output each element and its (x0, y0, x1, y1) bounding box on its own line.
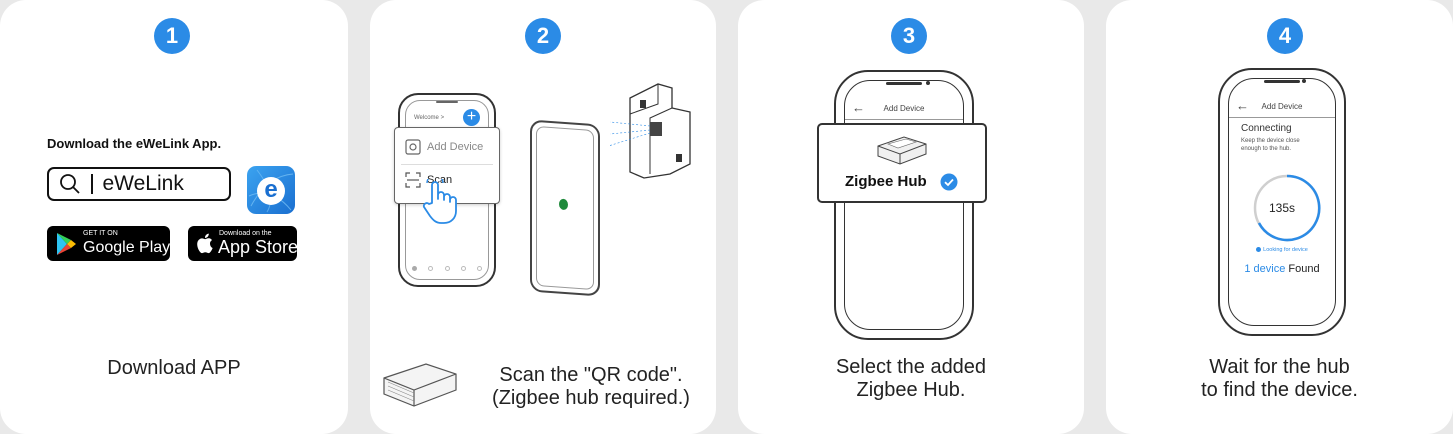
google-play-big: Google Play (83, 239, 171, 256)
app-icon-letter: e (264, 175, 278, 203)
back-arrow-icon[interactable]: ← (852, 100, 865, 115)
step-3-panel: 3 ← Add Device Zigbee Hub Select the add… (738, 0, 1084, 434)
step-1-number: 1 (154, 18, 190, 54)
scanning-phone (530, 119, 600, 297)
step-3-number: 3 (891, 18, 927, 54)
app-store-big: App Store (218, 237, 299, 257)
phone-3-header: ← Add Device (845, 100, 963, 120)
download-instruction: Download the eWeLink App. (47, 136, 222, 151)
phone-nav-bar (412, 266, 482, 271)
found-word: Found (1288, 263, 1320, 275)
step-4-caption-line-2: to find the device. (1201, 379, 1358, 401)
app-store-small: Download on the (219, 230, 272, 237)
step-1-caption: Download APP (107, 357, 241, 379)
phone-welcome-header: Welcome > (414, 115, 445, 121)
hub-device-icon (877, 136, 927, 165)
app-search-box[interactable]: eWeLink (47, 167, 231, 201)
google-play-small: GET IT ON (83, 230, 118, 237)
countdown-ring (1253, 174, 1321, 242)
search-value: eWeLink (102, 172, 184, 195)
selected-check-icon (940, 173, 958, 191)
step-3-caption-line-2: Zigbee Hub. (856, 379, 966, 401)
add-plus-button[interactable]: + (463, 109, 480, 126)
tap-hand-icon (422, 179, 457, 224)
apple-icon (197, 233, 213, 254)
scan-icon (405, 172, 421, 188)
hub-selection-card[interactable]: Zigbee Hub (817, 123, 987, 203)
found-status: 1 device Found (1229, 263, 1335, 275)
countdown-timer: 135s (1268, 201, 1296, 215)
ewelink-app-icon[interactable]: e (247, 166, 295, 214)
google-play-icon (57, 233, 76, 255)
hint-line-2: enough to the hub. (1241, 146, 1292, 152)
back-arrow-icon[interactable]: ← (1236, 98, 1249, 113)
step-4-panel: 4 ← Add Device Connecting Keep the devic… (1106, 0, 1453, 434)
looking-status: Looking for device (1229, 247, 1335, 253)
add-device-icon (405, 139, 421, 155)
app-store-badge[interactable]: Download on the App Store (188, 226, 299, 261)
step-4-number: 4 (1267, 18, 1303, 54)
step-4-caption-line-1: Wait for the hub (1209, 356, 1350, 378)
step-3-caption-line-1: Select the added (835, 356, 987, 378)
din-rail-device (610, 83, 691, 179)
step-2-number: 2 (525, 18, 561, 54)
menu-item-add-device[interactable]: Add Device (405, 139, 483, 155)
phone-connecting: ← Add Device Connecting Keep the device … (1218, 68, 1346, 336)
step-2-panel: 2 Welcome > + Add Device (370, 0, 716, 434)
google-play-badge[interactable]: GET IT ON Google Play (47, 226, 170, 261)
step-1-panel: 1 Download the eWeLink App. eWeLink e GE… (0, 0, 348, 434)
step-2-caption-line-2: (Zigbee hub required.) (492, 387, 690, 409)
search-icon (60, 174, 80, 194)
hub-label: Zigbee Hub (845, 173, 927, 190)
zigbee-hub-image (383, 363, 457, 407)
phone-select-hub: ← Add Device (834, 70, 974, 340)
scan-dot (559, 198, 568, 211)
search-divider (91, 174, 93, 194)
phone-4-header: ← Add Device (1229, 98, 1335, 118)
hint-line-1: Keep the device close (1241, 138, 1300, 144)
step-2-caption-line-1: Scan the "QR code". (499, 364, 683, 386)
connecting-title: Connecting (1241, 123, 1292, 134)
found-count: 1 device (1244, 263, 1286, 275)
